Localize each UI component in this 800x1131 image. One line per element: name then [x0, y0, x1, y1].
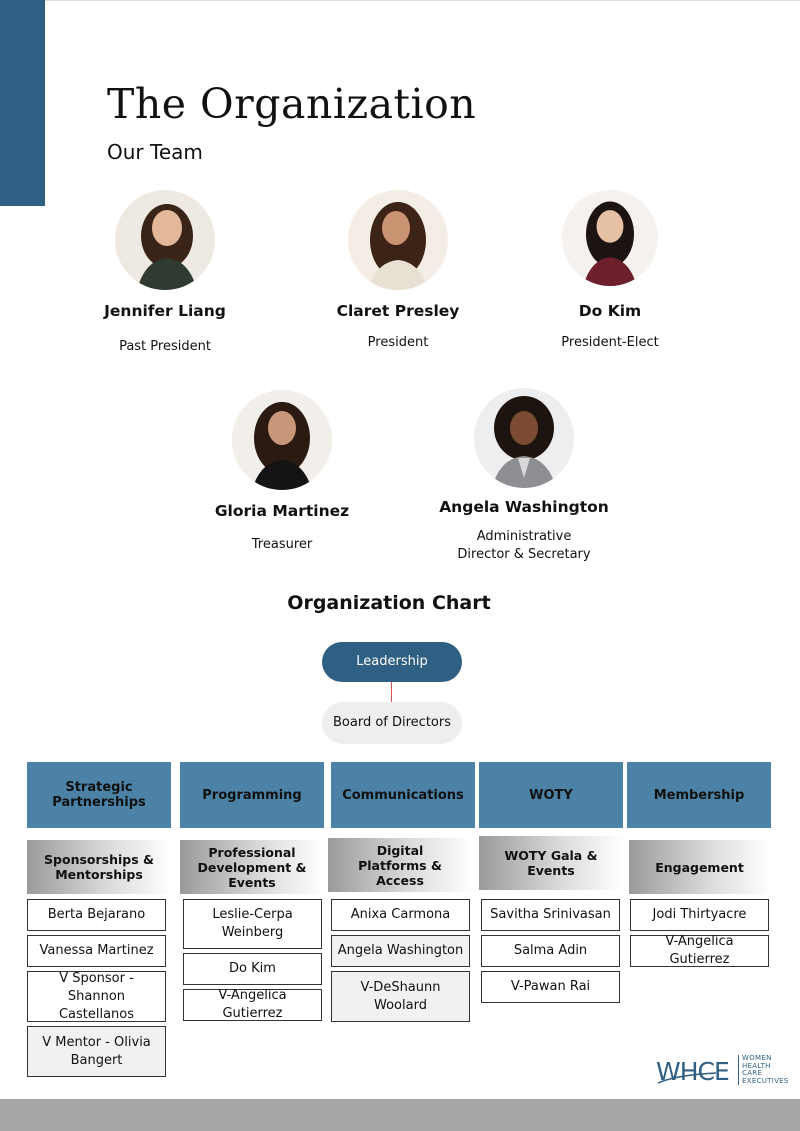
member-box: V-Angelica Gutierrez — [183, 988, 322, 1021]
member-box: Salma Adin — [481, 935, 620, 967]
page-subtitle: Our Team — [107, 140, 203, 164]
member-box: Do Kim — [183, 953, 322, 985]
avatar — [562, 190, 658, 286]
column-woty: WOTY — [479, 762, 623, 828]
column-header: Membership — [627, 762, 771, 828]
team-member-do-kim: Do Kim President-Elect — [490, 190, 730, 352]
column-header: Strategic Partnerships — [27, 762, 171, 828]
org-chart-title: Organization Chart — [287, 592, 491, 614]
member-role: Past President — [119, 339, 211, 354]
avatar — [115, 190, 215, 290]
page-title: The Organization — [107, 80, 477, 128]
member-name: Angela Washington — [439, 498, 609, 516]
column-membership: Membership — [627, 762, 771, 828]
board-of-directors-node: Board of Directors — [322, 702, 462, 744]
column-header: Programming — [180, 762, 324, 828]
member-box: Angela Washington — [331, 935, 470, 967]
member-box: Anixa Carmona — [331, 899, 470, 931]
member-box: V-Pawan Rai — [481, 971, 620, 1003]
member-box: V Sponsor -Shannon Castellanos — [27, 971, 166, 1022]
logo-text: WOMEN HEALTH CARE EXECUTIVES — [738, 1054, 789, 1085]
member-box: Leslie-Cerpa Weinberg — [183, 899, 322, 949]
team-member-jennifer-liang: Jennifer Liang Past President — [45, 190, 285, 356]
column-subheader: Sponsorships & Mentorships — [27, 840, 171, 894]
member-name: Gloria Martinez — [214, 502, 350, 520]
logo-mark: WHCE — [656, 1057, 730, 1086]
member-name: Claret Presley — [336, 302, 460, 320]
avatar — [474, 388, 574, 488]
logo-swoosh-icon — [657, 1072, 717, 1084]
avatar — [348, 190, 448, 290]
column-subheader: WOTY Gala & Events — [479, 836, 623, 890]
member-role: President — [367, 335, 429, 350]
connector-line — [391, 682, 392, 702]
column-subheader: Professional Development & Events — [180, 840, 324, 894]
team-member-gloria-martinez: Gloria Martinez Treasurer — [162, 390, 402, 554]
member-box: Jodi Thirtyacre — [630, 899, 769, 931]
member-box: V-Angelica Gutierrez — [630, 934, 769, 967]
leadership-node: Leadership — [322, 642, 462, 682]
column-communications: Communications — [331, 762, 475, 828]
member-name: Do Kim — [578, 302, 642, 320]
column-subheader: Digital Platforms & Access — [328, 838, 472, 892]
footer-bar — [0, 1099, 800, 1131]
member-role: Treasurer — [251, 537, 313, 552]
member-name: Jennifer Liang — [104, 302, 226, 320]
team-member-angela-washington: Angela Washington Administrative Directo… — [404, 388, 644, 564]
whce-logo: WHCE WOMEN HEALTH CARE EXECUTIVES — [656, 1053, 789, 1089]
member-role: President-Elect — [561, 335, 659, 350]
member-box: V-DeShaunn Woolard — [331, 971, 470, 1022]
column-header: Communications — [331, 762, 475, 828]
column-header: WOTY — [479, 762, 623, 828]
member-box: Berta Bejarano — [27, 899, 166, 931]
accent-bar — [0, 0, 45, 206]
team-member-claret-presley: Claret Presley President — [278, 190, 518, 352]
column-subheader: Engagement — [629, 840, 770, 894]
avatar — [232, 390, 332, 490]
member-box: V Mentor - Olivia Bangert — [27, 1026, 166, 1077]
column-strategic-partnerships: Strategic Partnerships — [27, 762, 171, 828]
member-role: Administrative Director & Secretary — [457, 529, 591, 562]
member-box: Vanessa Martinez — [27, 935, 166, 967]
column-programming: Programming — [180, 762, 324, 828]
top-divider — [45, 0, 800, 1]
member-box: Savitha Srinivasan — [481, 899, 620, 931]
